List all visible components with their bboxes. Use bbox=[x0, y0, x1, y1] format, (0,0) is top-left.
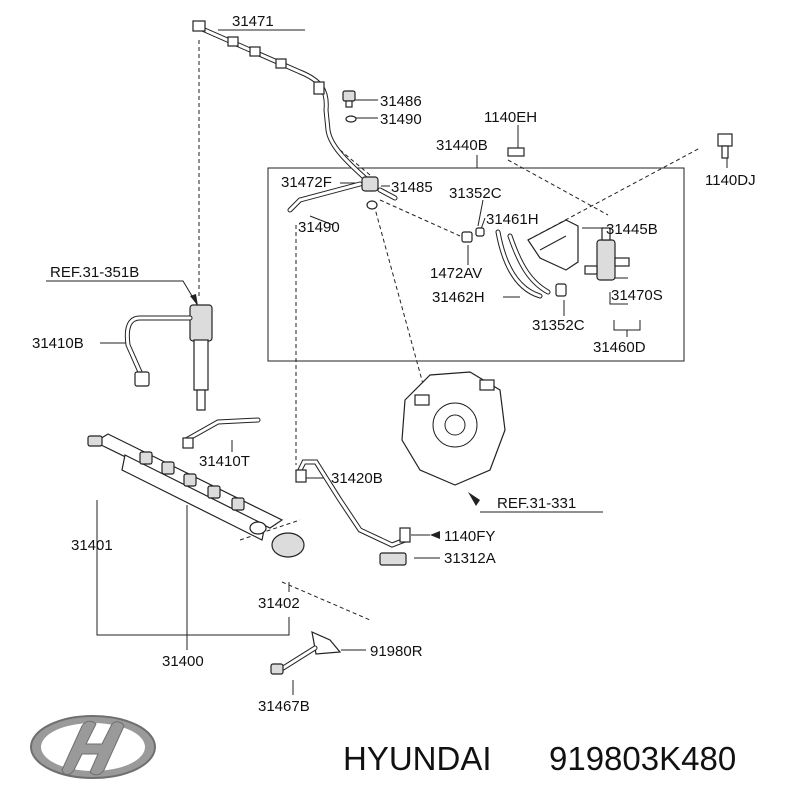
label-31440B: 31440B bbox=[436, 137, 488, 154]
part-number: 919803K480 bbox=[549, 740, 736, 777]
return-line-31471 bbox=[192, 20, 368, 181]
label-31486: 31486 bbox=[380, 93, 422, 110]
ref-arrow-1140FY bbox=[430, 531, 440, 539]
label-31490-mid: 31490 bbox=[298, 219, 340, 236]
label-31490-top: 31490 bbox=[380, 111, 422, 128]
label-31402: 31402 bbox=[258, 595, 300, 612]
label-ref-31-331: REF.31-331 bbox=[497, 495, 576, 512]
high-pressure-pump bbox=[401, 371, 506, 486]
valve-bracket-assembly bbox=[461, 133, 733, 299]
label-31461H: 31461H bbox=[486, 211, 539, 228]
label-31460D: 31460D bbox=[593, 339, 646, 356]
label-31467B: 31467B bbox=[258, 698, 310, 715]
leader-lines bbox=[46, 29, 728, 695]
label-31445B: 31445B bbox=[606, 221, 658, 238]
label-31471: 31471 bbox=[232, 13, 274, 30]
label-31462H: 31462H bbox=[432, 289, 485, 306]
fuel-rail bbox=[87, 417, 305, 558]
dashed-connections bbox=[198, 40, 701, 621]
ref-arrow-331 bbox=[468, 492, 480, 506]
subassembly-frame bbox=[267, 167, 685, 362]
hyundai-logo-icon bbox=[30, 715, 156, 779]
injector bbox=[124, 304, 213, 411]
label-31472F: 31472F bbox=[281, 174, 332, 191]
label-31352C-bottom: 31352C bbox=[532, 317, 585, 334]
bracket-91980R bbox=[270, 630, 342, 675]
label-1140DJ: 1140DJ bbox=[705, 172, 756, 189]
label-31420B: 31420B bbox=[331, 470, 383, 487]
part-labels: 31471 31486 31490 1140EH 31440B 1140DJ 3… bbox=[32, 13, 756, 715]
label-31401: 31401 bbox=[71, 537, 113, 554]
label-1472AV: 1472AV bbox=[430, 265, 482, 282]
brand-name: HYUNDAI bbox=[343, 740, 492, 777]
ref-arrow-351B bbox=[190, 294, 198, 306]
label-31352C-top: 31352C bbox=[449, 185, 502, 202]
bolt-31486 bbox=[342, 90, 357, 123]
label-ref-31-351B: REF.31-351B bbox=[50, 264, 139, 281]
label-91980R: 91980R bbox=[370, 643, 423, 660]
label-31312A: 31312A bbox=[444, 550, 496, 567]
label-31400: 31400 bbox=[162, 653, 204, 670]
label-31410T: 31410T bbox=[199, 453, 250, 470]
label-1140EH: 1140EH bbox=[484, 109, 537, 126]
connector-31485 bbox=[287, 176, 398, 213]
label-31470S: 31470S bbox=[611, 287, 663, 304]
line-31420B bbox=[295, 459, 411, 566]
label-31485: 31485 bbox=[391, 179, 433, 196]
label-31410B: 31410B bbox=[32, 335, 84, 352]
label-1140FY: 1140FY bbox=[444, 528, 495, 545]
